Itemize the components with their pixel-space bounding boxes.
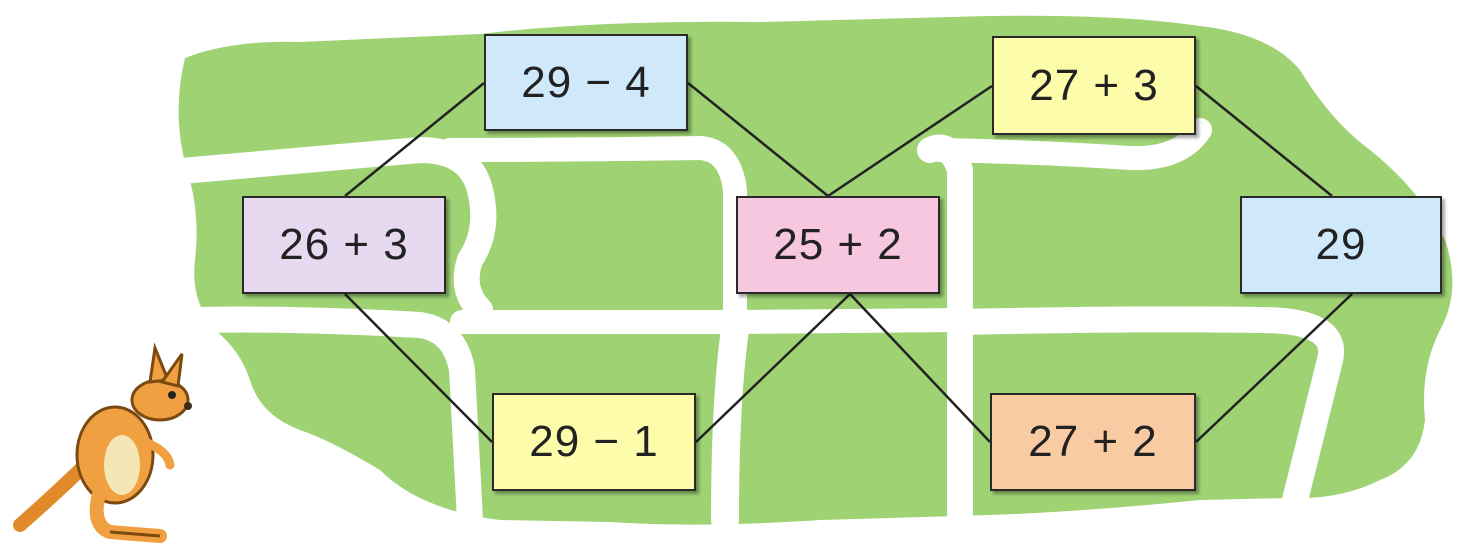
- expression-box-n1[interactable]: 29 − 4: [484, 34, 688, 131]
- expression-box-n6[interactable]: 29 − 1: [492, 393, 696, 491]
- connector-line-n4-n7: [849, 293, 991, 443]
- connector-line-n2-n5: [1195, 85, 1333, 197]
- connector-line-n6-n4: [695, 293, 851, 443]
- expression-box-n4[interactable]: 25 + 2: [736, 196, 940, 294]
- white-paths: [157, 118, 1345, 550]
- kangaroo-icon: [13, 342, 192, 543]
- expression-box-n5[interactable]: 29: [1240, 196, 1442, 294]
- connector-line-n3-n1: [344, 82, 485, 197]
- connector-line-n7-n5: [1195, 293, 1353, 443]
- expression-box-n3[interactable]: 26 + 3: [242, 196, 446, 294]
- connector-line-n4-n2: [827, 84, 993, 198]
- expression-box-n7[interactable]: 27 + 2: [990, 393, 1196, 491]
- expression-box-n2[interactable]: 27 + 3: [992, 36, 1196, 135]
- connector-line-n3-n6: [344, 293, 493, 443]
- connector-line-n1-n4: [687, 82, 829, 197]
- connector-lines: [344, 82, 1353, 443]
